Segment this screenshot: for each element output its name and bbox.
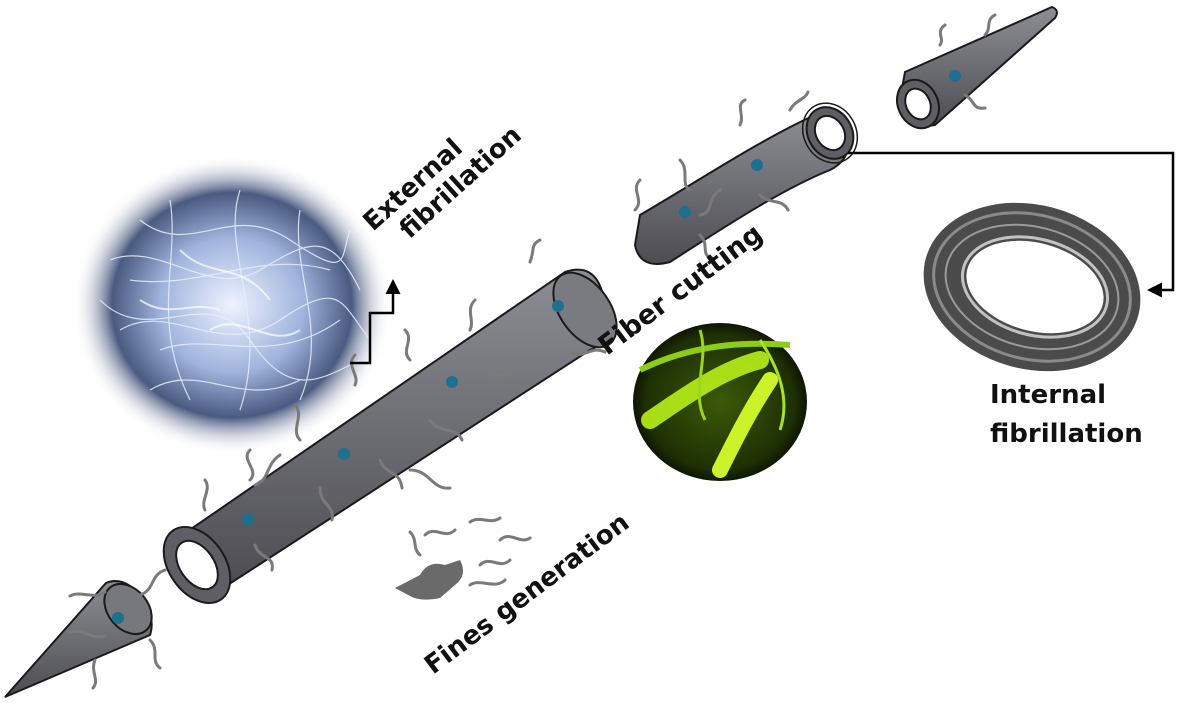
fluorescence-fiber-image <box>633 323 807 481</box>
pit-dot <box>338 448 350 460</box>
pit-dot <box>679 206 691 218</box>
external-fibrillation-label: External fibrillation <box>358 98 528 259</box>
pit-dot <box>552 300 564 312</box>
pit-dot <box>949 70 961 82</box>
pit-dot <box>751 159 763 171</box>
fiber-fragment-right-cone <box>896 5 1058 130</box>
external-fibrillation-arrow <box>350 279 401 365</box>
internal-fibrillation-label: Internal fibrillation <box>990 380 1143 449</box>
fiber-main-tube <box>162 238 618 604</box>
fiber-curved-segment <box>633 90 859 265</box>
pit-dot <box>446 376 458 388</box>
pit-dot <box>242 513 254 525</box>
sem-external-fibrillation-image <box>72 155 392 455</box>
fines-particles <box>395 516 532 600</box>
pit-dot <box>112 612 124 624</box>
sem-internal-fibrillation-ring <box>923 202 1141 372</box>
fiber-fragment-left-cone <box>4 568 167 698</box>
internal-fibrillation-arrow <box>848 151 1175 298</box>
